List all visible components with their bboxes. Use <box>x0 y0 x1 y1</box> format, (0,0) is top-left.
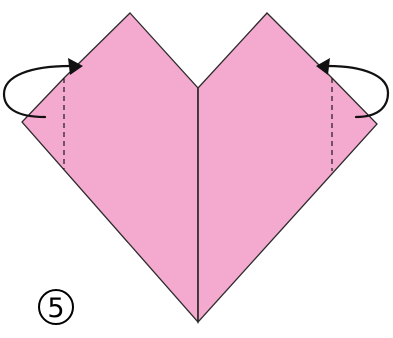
right-heart-flap <box>197 12 378 324</box>
left-fold-arrow-icon <box>2 58 83 119</box>
right-fold-arrow-icon <box>316 58 390 119</box>
step-number-circle <box>38 289 74 325</box>
left-heart-flap <box>21 12 199 324</box>
step-number-badge: 5 <box>38 289 74 325</box>
step-number-label: 5 <box>47 293 64 324</box>
